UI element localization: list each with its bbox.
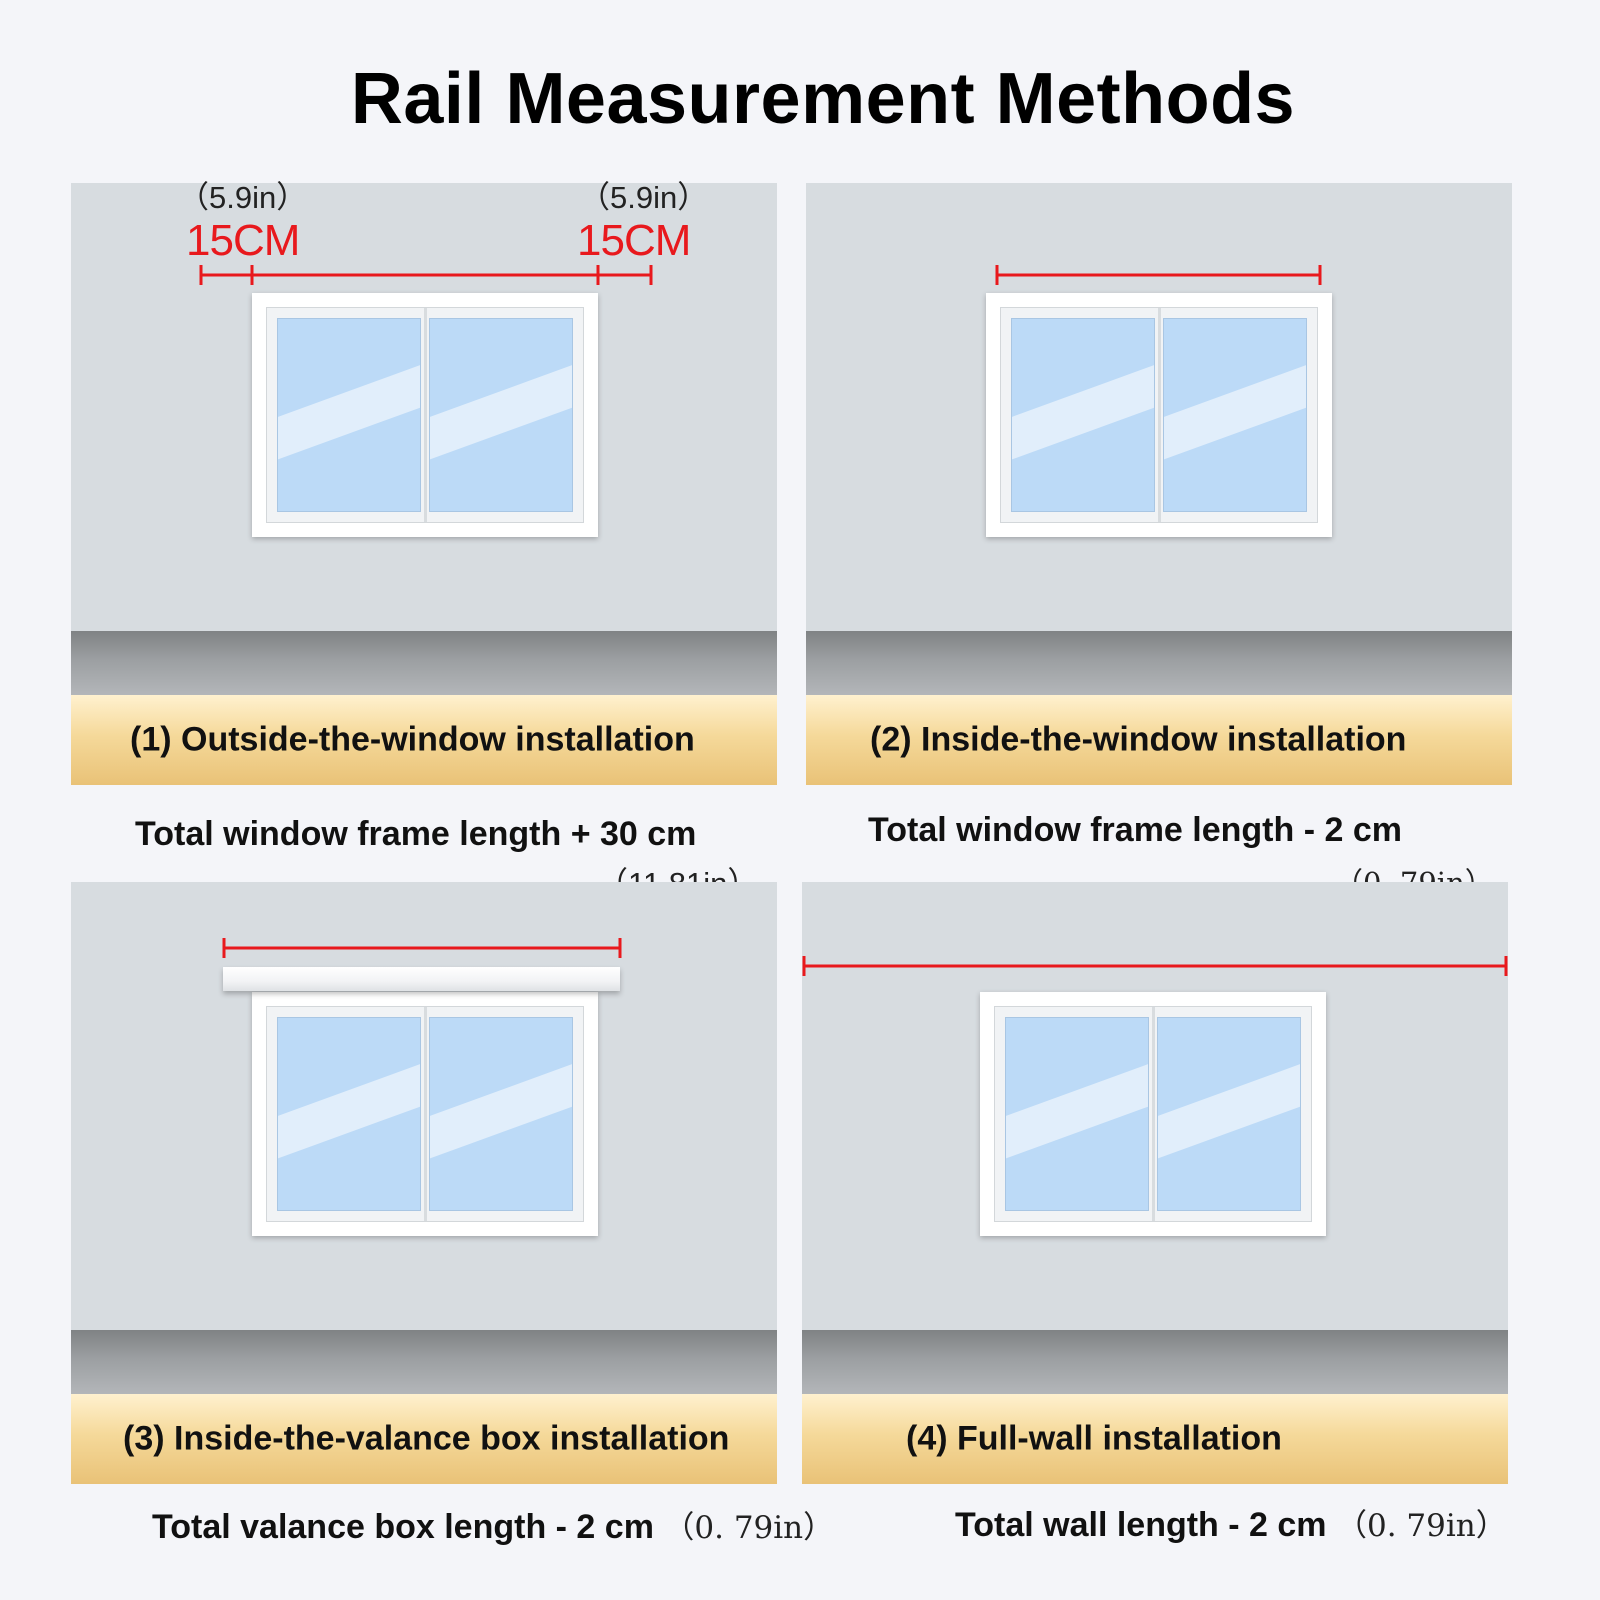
measurement-line	[802, 956, 1508, 976]
method-banner: (2) Inside-the-window installation	[806, 695, 1512, 785]
window-frame	[252, 293, 598, 537]
right-margin-cm: 15CM	[577, 216, 691, 265]
method-banner: (4) Full-wall installation	[802, 1394, 1508, 1484]
glass-pane	[429, 1017, 573, 1211]
skirting-board	[71, 1330, 777, 1394]
window-frame	[986, 293, 1332, 537]
glass-pane	[277, 1017, 421, 1211]
skirting-board	[806, 631, 1512, 695]
panel-full-wall: (4) Full-wall installation	[802, 882, 1508, 1484]
formula-text: Total wall length - 2 cm	[955, 1506, 1327, 1544]
formula-inches: （0. 79in）	[663, 1510, 835, 1546]
skirting-board	[802, 1330, 1508, 1394]
page-title: Rail Measurement Methods	[350, 59, 1296, 139]
panel-valance-box: (3) Inside-the-valance box installation	[71, 882, 777, 1484]
measurement-line	[995, 265, 1322, 285]
glass-pane	[429, 318, 573, 512]
formula-text: Total window frame length - 2 cm	[868, 811, 1402, 849]
skirting-board	[71, 631, 777, 695]
formula-note: Total valance box length - 2 cm （0. 79in…	[152, 1502, 834, 1547]
method-label: (3) Inside-the-valance box installation	[123, 1419, 730, 1458]
method-banner: (1) Outside-the-window installation	[71, 695, 777, 785]
glass-pane	[277, 318, 421, 512]
measurement-line	[222, 938, 622, 958]
method-label: (1) Outside-the-window installation	[130, 720, 695, 759]
method-label: (2) Inside-the-window installation	[870, 720, 1407, 759]
panel-inside-window: (2) Inside-the-window installation	[806, 183, 1512, 785]
glass-pane	[1011, 318, 1155, 512]
method-label: (4) Full-wall installation	[906, 1419, 1282, 1458]
formula-text: Total window frame length + 30 cm	[135, 815, 697, 853]
glass-pane	[1005, 1017, 1149, 1211]
method-banner: (3) Inside-the-valance box installation	[71, 1394, 777, 1484]
formula-note: Total wall length - 2 cm （0. 79in）	[955, 1500, 1507, 1545]
formula-text: Total valance box length - 2 cm	[152, 1508, 654, 1546]
window-frame	[252, 992, 598, 1236]
left-margin-inches: （5.9in）	[178, 180, 308, 215]
glass-pane	[1163, 318, 1307, 512]
left-margin-cm: 15CM	[186, 216, 300, 265]
glass-pane	[1157, 1017, 1301, 1211]
panel-outside-window: (1) Outside-the-window installation	[71, 183, 777, 785]
right-margin-inches: （5.9in）	[579, 180, 709, 215]
measurement-line	[199, 265, 653, 285]
window-frame	[980, 992, 1326, 1236]
formula-inches: （0. 79in）	[1335, 1508, 1507, 1544]
valance-box	[223, 967, 620, 991]
